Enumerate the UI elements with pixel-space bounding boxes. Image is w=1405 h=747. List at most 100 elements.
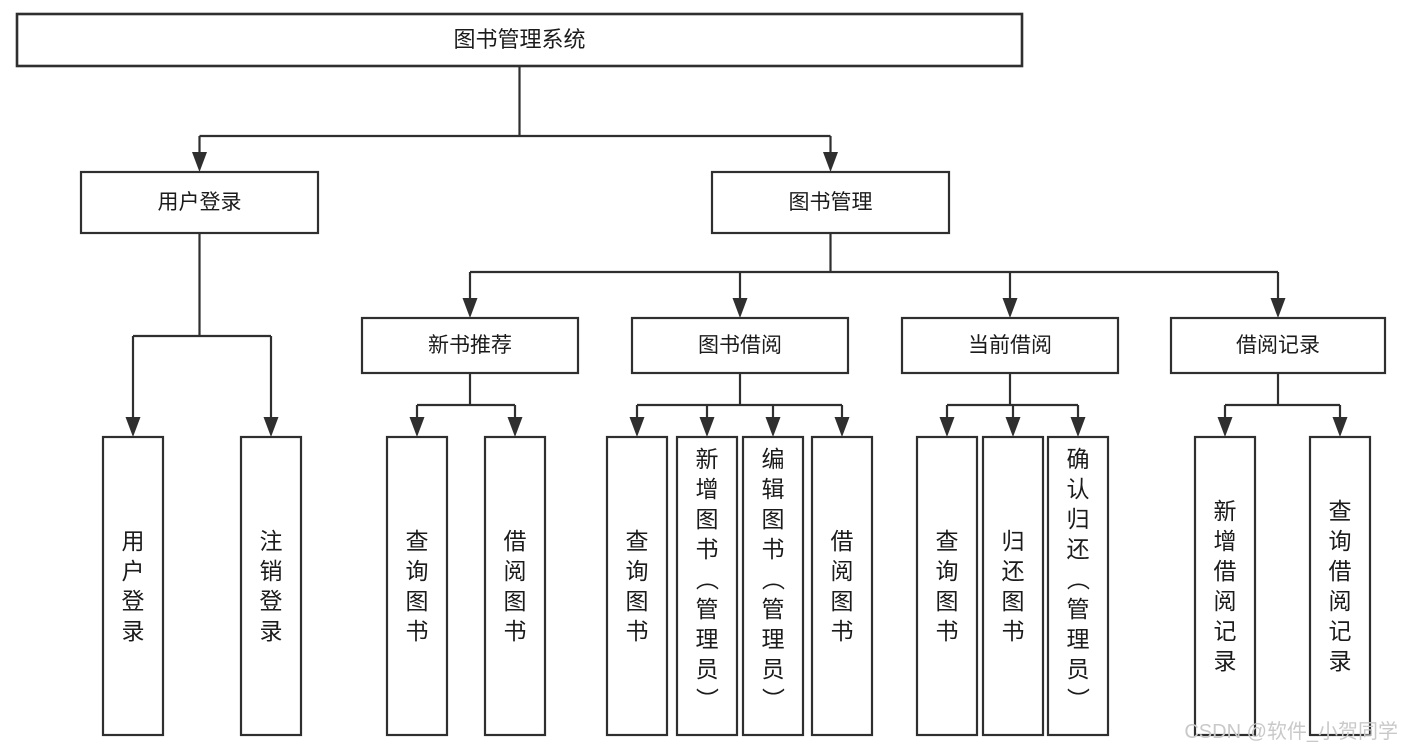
nodes-layer: 图书管理系统用户登录图书管理用户登录注销登录新书推荐查询图书借阅图书图书借阅查询…	[15, 12, 1387, 737]
node-label-char: 书	[831, 618, 854, 644]
node-box-book-borrow[interactable]	[630, 316, 850, 375]
node-box-leaf-query-book-3[interactable]	[915, 435, 979, 737]
node-label-char: 图	[504, 588, 527, 614]
node-label-char: 询	[936, 558, 959, 584]
node-root[interactable]: 图书管理系统	[15, 12, 1024, 68]
node-label-char: 登	[260, 588, 283, 614]
node-label-char: 员	[762, 656, 785, 682]
node-new-book-recommend[interactable]: 新书推荐	[360, 316, 580, 375]
node-box-book-management[interactable]	[710, 170, 951, 235]
node-label-char: 图	[936, 588, 959, 614]
node-label-char: 阅	[504, 558, 527, 584]
node-label-char: 书	[1002, 618, 1025, 644]
node-label-char: 注	[260, 528, 283, 554]
node-box-leaf-query-book-2[interactable]	[605, 435, 669, 737]
node-box-new-book-recommend[interactable]	[360, 316, 580, 375]
node-label-char: 辑	[762, 476, 785, 502]
node-label-char: 户	[122, 558, 145, 584]
node-label-char: 询	[406, 558, 429, 584]
node-label-char: 录	[1329, 648, 1352, 674]
node-book-borrow[interactable]: 图书借阅	[630, 316, 850, 375]
node-label-char: 还	[1067, 536, 1090, 562]
node-label-char: 编	[762, 446, 785, 472]
node-label-char: 用	[122, 528, 145, 554]
node-box-leaf-return-book[interactable]	[981, 435, 1045, 737]
node-label-char: 认	[1067, 476, 1090, 502]
node-label-char: 询	[1329, 528, 1352, 554]
node-label-char: 图	[406, 588, 429, 614]
connectors-layer	[125, 66, 1348, 437]
node-label-char: 书	[626, 618, 649, 644]
node-box-current-borrow[interactable]	[900, 316, 1120, 375]
node-label-char: 借	[1329, 558, 1352, 584]
node-box-user-login[interactable]	[79, 170, 320, 235]
node-label-char: 图	[1002, 588, 1025, 614]
node-box-leaf-user-login[interactable]	[101, 435, 165, 737]
node-box-leaf-query-book-1[interactable]	[385, 435, 449, 737]
node-label-char: ）	[1065, 688, 1091, 711]
node-box-leaf-query-record[interactable]	[1308, 435, 1372, 737]
node-label-char: 增	[1214, 528, 1237, 554]
csdn-watermark: CSDN @软件_小贺同学	[1184, 720, 1398, 743]
node-leaf-user-login[interactable]: 用户登录	[101, 435, 165, 737]
node-label-char: ）	[760, 688, 786, 711]
node-label-char: 归	[1002, 528, 1025, 554]
node-box-leaf-borrow-book-2[interactable]	[810, 435, 874, 737]
node-label-char: 确	[1067, 446, 1090, 472]
node-label-char: 新	[1214, 498, 1237, 524]
node-label-char: 查	[626, 528, 649, 554]
node-box-root[interactable]	[15, 12, 1024, 68]
node-label-char: 还	[1002, 558, 1025, 584]
node-label-char: 书	[406, 618, 429, 644]
node-box-leaf-borrow-book-1[interactable]	[483, 435, 547, 737]
node-label-char: 图	[762, 506, 785, 532]
node-label-char: 借	[1214, 558, 1237, 584]
node-label-char: 借	[831, 528, 854, 554]
node-box-leaf-logout[interactable]	[239, 435, 303, 737]
node-box-leaf-confirm-return[interactable]	[1046, 435, 1110, 737]
node-label-char: 书	[504, 618, 527, 644]
node-label-char: 书	[762, 536, 785, 562]
node-label-char: 书	[696, 536, 719, 562]
node-label-char: 新	[696, 446, 719, 472]
node-label-char: 录	[260, 618, 283, 644]
node-label-char: ）	[694, 688, 720, 711]
node-label-char: 图	[696, 506, 719, 532]
node-label-char: 图	[626, 588, 649, 614]
node-label-char: 理	[696, 626, 719, 652]
node-label-char: 查	[936, 528, 959, 554]
node-box-leaf-add-book[interactable]	[675, 435, 739, 737]
node-box-borrow-records[interactable]	[1169, 316, 1387, 375]
node-label-char: 员	[696, 656, 719, 682]
node-label-user-login: 用户登录	[158, 191, 242, 214]
node-current-borrow[interactable]: 当前借阅	[900, 316, 1120, 375]
node-book-management[interactable]: 图书管理	[710, 170, 951, 235]
node-user-login[interactable]: 用户登录	[79, 170, 320, 235]
node-label-root: 图书管理系统	[453, 27, 585, 52]
node-label-char: 记	[1329, 618, 1352, 644]
node-label-char: 管	[762, 596, 785, 622]
node-label-char: 理	[762, 626, 785, 652]
node-label-book-borrow: 图书借阅	[698, 334, 782, 357]
node-label-char: 管	[1067, 596, 1090, 622]
node-borrow-records[interactable]: 借阅记录	[1169, 316, 1387, 375]
node-label-char: 借	[504, 528, 527, 554]
node-box-leaf-add-record[interactable]	[1193, 435, 1257, 737]
node-label-char: 阅	[831, 558, 854, 584]
node-box-leaf-edit-book[interactable]	[741, 435, 805, 737]
node-label-char: 员	[1067, 656, 1090, 682]
